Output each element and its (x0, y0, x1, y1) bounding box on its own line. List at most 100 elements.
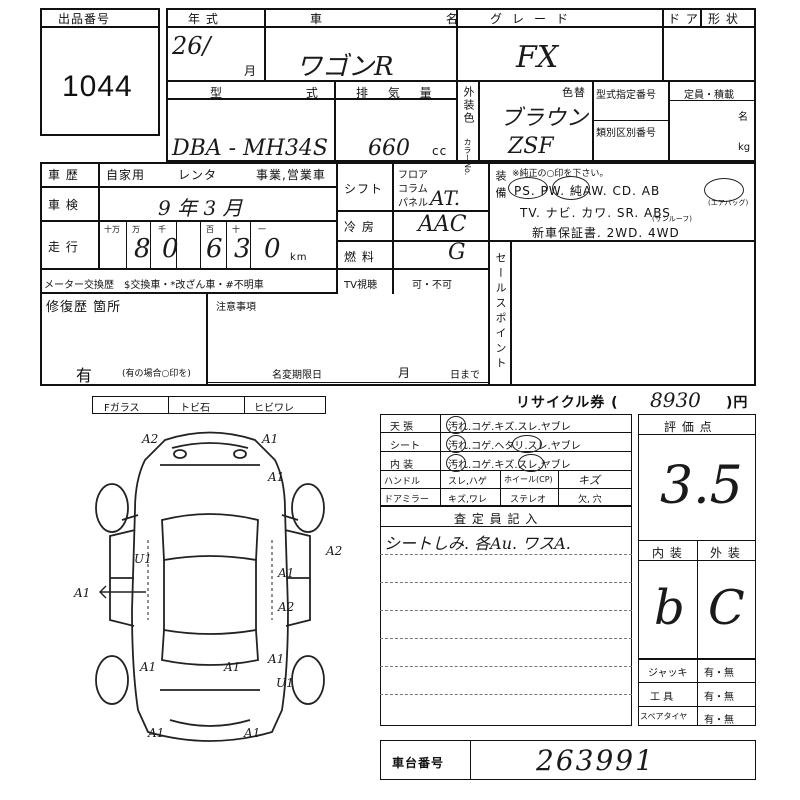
interior-row-1-options: 汚れ.コゲ.キズ.スレ.ヤブレ (448, 422, 571, 433)
color-code: ZSF (508, 134, 554, 159)
deadline-month: 月 (398, 366, 412, 380)
km-unit: km (290, 252, 308, 263)
capacity-label: 定員・積載 (684, 90, 734, 101)
repair-value: 有 (76, 366, 94, 385)
grade-value: FX (516, 40, 559, 75)
mirror-value: キズ,ワレ (448, 495, 487, 505)
floor-label: フロア (398, 170, 428, 181)
damage-mark: A1 (268, 652, 285, 666)
stereo-label: ステレオ (510, 495, 547, 505)
chassis-label: 車台番号 (392, 756, 445, 770)
scratch-circle (518, 454, 544, 472)
equipment-label: 装備 (494, 170, 507, 204)
equipment-row-2: TV. ナビ. カワ. SR. ABS (520, 206, 671, 220)
ac-value: AAC (418, 212, 467, 237)
digit-10: 十 (232, 225, 240, 234)
fuel-label: 燃 料 (344, 250, 375, 264)
inspector-label: 査 定 員 記 入 (454, 512, 539, 526)
lot-number-value: 1044 (62, 70, 133, 103)
wheel-label: ホイール(CP) (504, 475, 553, 484)
color-change-label: 色替 (562, 86, 586, 99)
car-name-value: ワゴンR (296, 52, 394, 82)
ac-label: 冷 房 (344, 220, 375, 234)
ps-circle (508, 177, 548, 199)
color-no-label: カラーNo. (463, 138, 472, 176)
damage-mark: A1 (224, 660, 241, 674)
handle-value: スレ,ハゲ (448, 477, 487, 487)
damage-mark: A1 (244, 726, 261, 740)
spare-tire-value: 有・無 (704, 715, 734, 726)
specs-table (40, 162, 756, 386)
cc-unit: cc (432, 144, 448, 158)
recycle-label: リサイクル券 ( (516, 395, 619, 411)
deadline-day: 日まで (450, 370, 480, 381)
tools-value: 有・無 (704, 692, 734, 703)
tv-value: 可・不可 (412, 280, 452, 291)
recycle-unit: )円 (726, 395, 749, 411)
mileage-digit-2: 0 (162, 234, 179, 264)
col-year: 年 式 (188, 12, 219, 26)
equipment-airbag-note: (エアバッグ) (708, 199, 749, 207)
mirror-label: ドアミラー (384, 495, 429, 505)
jack-label: ジャッキ (648, 668, 688, 679)
wheel-value: キズ (578, 474, 600, 487)
equipment-row-3: 新車保証書. 2WD. 4WD (532, 226, 680, 240)
shift-value: AT. (430, 186, 461, 210)
mileage-digit-5: 0 (264, 234, 281, 264)
digit-10k: 万 (132, 225, 140, 234)
displacement-value: 660 (368, 136, 410, 161)
digit-100k: 十万 (104, 225, 120, 234)
inspector-notes-box (380, 506, 632, 726)
interior-row-1-label: 天 張 (390, 422, 414, 433)
damage-mark: A2 (142, 432, 159, 446)
inspector-note: シートしみ. 各Au. ワスA. (384, 534, 571, 553)
tools-label: 工 具 (650, 692, 674, 703)
digit-1k: 千 (158, 225, 166, 234)
damage-mark: A1 (262, 432, 279, 446)
stain-circle-1 (446, 416, 466, 434)
mileage-digit-4: 3 (234, 234, 251, 264)
tv-label: TV視聴 (344, 280, 377, 291)
col-car-name: 車 名 (310, 12, 518, 26)
jack-value: 有・無 (704, 668, 734, 679)
exterior-grade: C (708, 580, 745, 636)
sales-point-label: セールスポイント (494, 252, 507, 372)
mileage-digit-1: 8 (134, 234, 151, 264)
interior-condition-table (380, 414, 632, 506)
color-value: ブラウン (500, 106, 589, 131)
year-value: 26/ (172, 32, 211, 60)
interior-grade: b (654, 580, 685, 636)
panel-label: パネル (398, 198, 428, 209)
month-unit: 月 (244, 64, 258, 78)
interior-row-3-label: 内 装 (390, 460, 414, 471)
col-displacement: 排 気 量 (356, 86, 440, 100)
interior-row-3-options: 汚れ.コゲ.キズ.スレ.ヤブレ (448, 460, 571, 471)
damage-mark: A1 (268, 470, 285, 484)
stain-circle-3 (446, 454, 466, 472)
f-glass-label: Fガラス (104, 403, 140, 414)
exterior-grade-label: 外 装 (710, 546, 741, 560)
lot-number-label: 出品番号 (58, 12, 111, 26)
inspection-label: 車 検 (48, 198, 79, 212)
hibi-ware-label: ヒビワレ (254, 403, 294, 414)
damage-mark: A2 (278, 600, 295, 614)
interior-row-2-label: シート (390, 441, 420, 452)
col-shape: 形 状 (708, 12, 739, 26)
category-label: 類別区別番号 (596, 128, 656, 139)
damage-mark: U1 (134, 552, 152, 566)
digit-100: 百 (206, 225, 214, 234)
recycle-value: 8930 (650, 388, 701, 412)
stereo-value: 欠, 穴 (578, 495, 602, 505)
model-value: DBA - MH34S (172, 136, 328, 161)
stain-circle-2 (446, 435, 466, 453)
damage-mark: A1 (140, 660, 157, 674)
glass-box (92, 396, 326, 414)
damage-mark: A2 (326, 544, 343, 558)
car-diagram (95, 431, 325, 742)
equipment-sunroof-note: (サンルーフ) (652, 215, 693, 223)
digit-1: 一 (258, 225, 266, 234)
history-label: 車 歴 (48, 168, 79, 182)
business-label: 事業,営業車 (256, 168, 326, 182)
exterior-color-label: 外装色 (462, 86, 475, 125)
chassis-value: 263991 (536, 744, 655, 777)
